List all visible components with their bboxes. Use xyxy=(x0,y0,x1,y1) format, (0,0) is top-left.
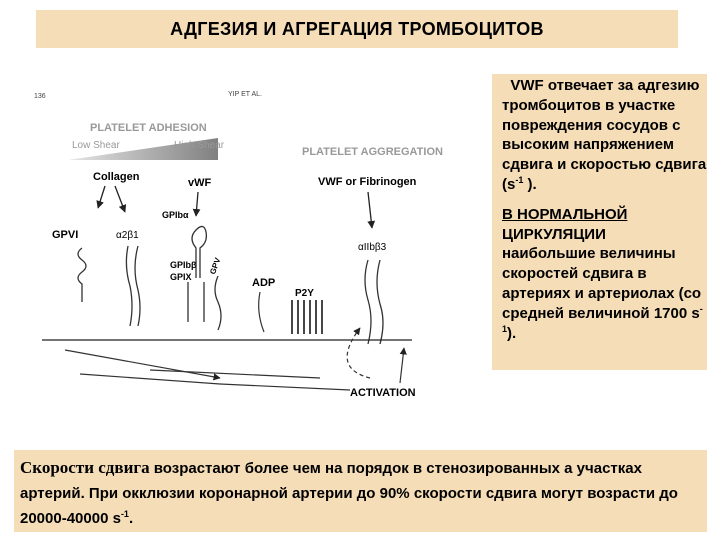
platelet-diagram: 136 YIP ET AL. PLATELET ADHESION Low She… xyxy=(34,91,443,399)
platelet-adhesion-label: PLATELET ADHESION xyxy=(90,122,207,134)
signal-line-2 xyxy=(79,373,221,385)
p2y-receptor xyxy=(291,300,323,334)
arrow-fibrinogen-aiib3 xyxy=(367,191,376,229)
bottom-text-block: Скорости сдвига возрастают более чем на … xyxy=(20,458,678,527)
feedback-arrow xyxy=(346,327,371,379)
gpvi-label: GPVI xyxy=(52,229,78,241)
arrow-collagen-a2b1 xyxy=(114,185,127,213)
adp-label: ADP xyxy=(252,277,275,289)
p2y-label: P2Y xyxy=(295,288,314,299)
activation-arrow xyxy=(219,383,351,391)
signal-line-3 xyxy=(149,369,321,379)
vwf-label: vWF xyxy=(188,177,212,189)
gpib-a-label: GPIbα xyxy=(162,210,189,220)
aiib3-receptor xyxy=(364,259,384,345)
right-text-block: VWF отвечает за адгезию тромбоцитов в уч… xyxy=(502,76,712,343)
slide-title: АДГЕЗИЯ И АГРЕГАЦИЯ ТРОМБОЦИТОВ xyxy=(170,18,544,39)
title-banner: АДГЕЗИЯ И АГРЕГАЦИЯ ТРОМБОЦИТОВ xyxy=(36,10,678,48)
gpib-b-label: GPIbβ xyxy=(170,260,197,270)
gpv-label: GPV xyxy=(208,256,222,276)
a2b1-label: α2β1 xyxy=(116,230,139,241)
signal-line-1 xyxy=(64,349,221,381)
running-head: YIP ET AL. xyxy=(228,91,262,98)
low-shear-label: Low Shear xyxy=(72,140,120,151)
adp-arrow xyxy=(258,291,265,333)
gpvi-receptor xyxy=(77,247,87,302)
gpv-receptor xyxy=(214,275,222,331)
vwf-paragraph: VWF отвечает за адгезию тромбоцитов в уч… xyxy=(502,77,707,193)
activation-up-arrow xyxy=(399,347,407,384)
collagen-label: Collagen xyxy=(93,171,140,183)
right-text-background xyxy=(492,74,707,370)
gpix-label: GPIX xyxy=(170,272,192,282)
bottom-text-background xyxy=(14,450,707,532)
aiib3-label: αIIbβ3 xyxy=(358,242,387,253)
page-number: 136 xyxy=(34,93,46,100)
high-shear-label: High Shear xyxy=(174,140,225,151)
arrow-collagen-gpvi xyxy=(96,185,106,209)
vwf-or-fibrinogen-label: VWF or Fibrinogen xyxy=(318,176,417,188)
gpib-receptor xyxy=(187,225,208,322)
activation-label: ACTIVATION xyxy=(350,387,416,399)
arrow-vwf-gpib xyxy=(192,191,201,217)
normal-circulation-heading: В НОРМАЛЬНОЙ xyxy=(502,205,628,223)
a2b1-receptor xyxy=(125,245,141,327)
platelet-aggregation-label: PLATELET AGGREGATION xyxy=(302,146,443,158)
shear-gradient-wedge xyxy=(68,138,218,160)
normal-circulation-paragraph: В НОРМАЛЬНОЙ ЦИРКУЛЯЦИИ наибольшие велич… xyxy=(502,205,703,342)
